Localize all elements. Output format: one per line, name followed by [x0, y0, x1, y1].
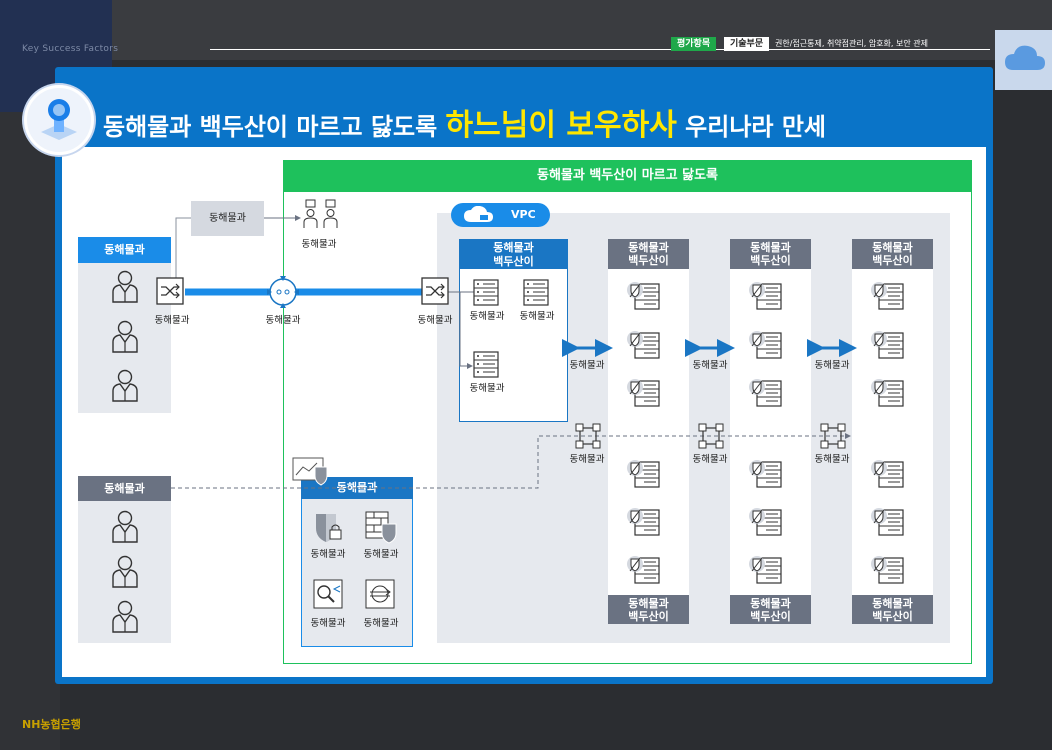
- eval-tag: 평가항목: [671, 37, 717, 51]
- server-icon: [473, 351, 499, 378]
- security-item-label: 동해물과: [310, 549, 346, 560]
- title-highlight: 하느님이 보우하사: [445, 108, 677, 143]
- server-icon: [523, 279, 549, 306]
- link-gray-box: [175, 217, 191, 292]
- page-title: 동해물과 백두산이 마르고 닳도록 하느님이 보우하사 우리나라 만세: [103, 100, 826, 144]
- node-label: 동해물과: [569, 454, 605, 465]
- title-part1: 동해물과 백두산이 마르고 닳도록: [103, 113, 438, 141]
- server-icon: [473, 279, 499, 306]
- brand-logo: NH농협은행: [22, 718, 81, 731]
- admin-label: 동해물과: [301, 239, 337, 250]
- user-icon: [112, 270, 138, 303]
- link-web-2: [448, 291, 473, 369]
- column-3-title: 동해물과 백두산이: [852, 239, 933, 269]
- arrow-label: 동해물과: [569, 360, 605, 371]
- node-label: 동해물과: [692, 454, 728, 465]
- tag-description: 권한/접근통제, 취약점관리, 암호화, 보안 관제: [775, 39, 928, 48]
- server-stack-col3: [870, 281, 904, 584]
- router-label: 동해물과: [265, 315, 301, 326]
- column-1-bottom: 동해물과 백두산이: [608, 595, 689, 624]
- monitoring-line: [171, 433, 851, 489]
- column-3-bottom: 동해물과 백두산이: [852, 595, 933, 624]
- gray-box: 동해물과: [191, 201, 264, 236]
- switch2-label: 동해물과: [417, 315, 453, 326]
- users-bottom-title: 동해물과: [78, 476, 171, 501]
- security-item-label: 동해물과: [363, 549, 399, 560]
- security-item-label: 동해물과: [363, 618, 399, 629]
- web-box: [459, 239, 568, 422]
- server-stack-col1: [626, 281, 660, 584]
- router-icon: [267, 276, 299, 308]
- security-item-label: 동해물과: [310, 618, 346, 629]
- encryption-icon: [365, 579, 395, 609]
- web-server-label: 동해물과: [469, 311, 505, 322]
- cloud-decor-icon: [995, 30, 1052, 90]
- firewall-icon: [365, 511, 397, 544]
- web-server-label: 동해물과: [519, 311, 555, 322]
- user-icon: [112, 510, 138, 543]
- cloud-icon: [464, 206, 493, 222]
- vpc-label: VPC: [511, 208, 536, 221]
- header-line: [210, 49, 990, 50]
- ksf-label: Key Success Factors: [22, 44, 119, 54]
- monitoring-chart-icon: [292, 457, 328, 486]
- switch-icon: [421, 277, 449, 305]
- arrow-label: 동해물과: [814, 360, 850, 371]
- user-icon: [112, 369, 138, 402]
- server-stack-col2: [748, 281, 782, 584]
- web-box-title: 동해물과 백두산이: [459, 239, 568, 269]
- admin-group-icon: [303, 199, 338, 228]
- node-label: 동해물과: [814, 454, 850, 465]
- vpc-badge: VPC: [451, 203, 550, 227]
- search-scan-icon: [313, 579, 343, 609]
- shield-lock-icon: [316, 514, 342, 542]
- column-2-title: 동해물과 백두산이: [730, 239, 811, 269]
- switch-icon: [156, 277, 184, 305]
- column-1-title: 동해물과 백두산이: [608, 239, 689, 269]
- user-icon: [112, 600, 138, 633]
- security-box: [301, 477, 413, 647]
- security-globe-icon: [24, 85, 94, 155]
- switch1-label: 동해물과: [154, 315, 190, 326]
- title-part2: 우리나라 만세: [685, 113, 826, 141]
- side-panel: [0, 112, 60, 750]
- header-band: [112, 0, 1052, 60]
- user-icon: [112, 320, 138, 353]
- tech-tag: 기술부문: [724, 37, 770, 51]
- users-top-title: 동해물과: [78, 237, 171, 263]
- column-2-bottom: 동해물과 백두산이: [730, 595, 811, 624]
- web-server-label: 동해물과: [469, 383, 505, 394]
- arrow-label: 동해물과: [692, 360, 728, 371]
- user-icon: [112, 555, 138, 588]
- green-zone-title: 동해물과 백두산이 마르고 닳도록: [283, 160, 972, 192]
